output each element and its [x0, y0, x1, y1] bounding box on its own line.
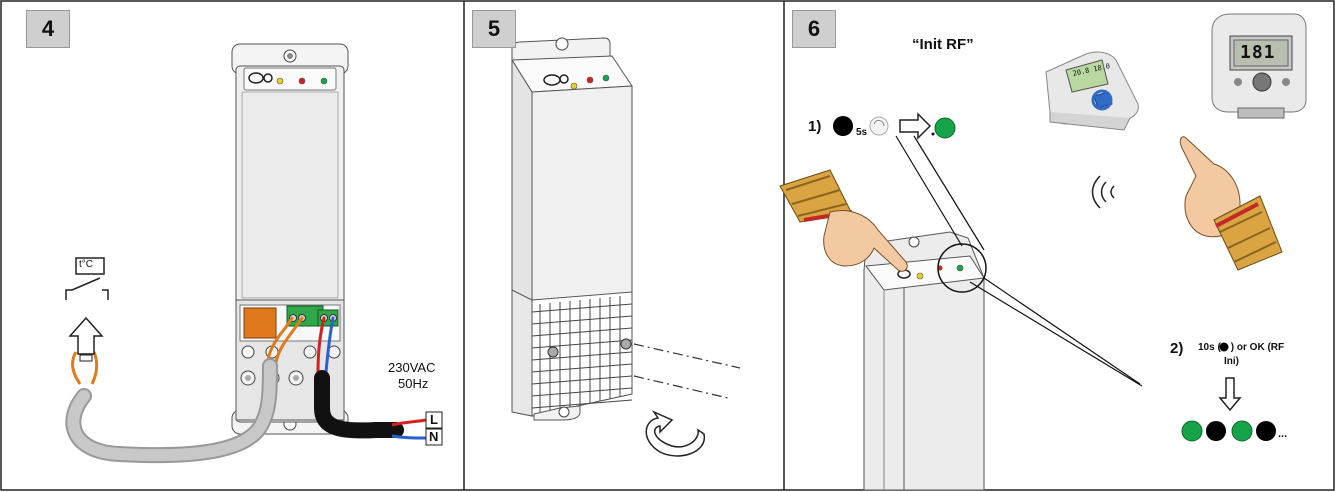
mains-cable	[314, 370, 404, 439]
thermostat-switch-icon	[65, 257, 109, 300]
step-badge-6: 6	[792, 10, 836, 48]
wall-thermostat	[1211, 13, 1307, 119]
panel-6-device	[863, 231, 987, 491]
led-sequence	[1181, 420, 1276, 442]
init-rf-title: “Init RF”	[912, 36, 974, 53]
hand-icon	[1179, 136, 1283, 271]
green-led-icon	[934, 117, 956, 139]
thermostat-display-value: 181	[1240, 42, 1276, 63]
step-2-text-part: 10s (	[1198, 342, 1221, 353]
right-arrow-icon	[899, 112, 932, 140]
black-led-icon	[833, 116, 853, 136]
thermostat-symbol-label: t°C	[79, 259, 93, 270]
supply-frequency-label: 50Hz	[398, 376, 429, 391]
radio-waves-icon	[1091, 175, 1115, 209]
remote-control	[1045, 51, 1139, 131]
panel-4-device	[231, 43, 349, 435]
panel-5-device	[511, 37, 633, 421]
terminal-l-label: L	[430, 412, 438, 427]
step-2-text-line-2: Ini)	[1224, 356, 1239, 367]
hand-icon	[779, 169, 908, 272]
step-1-duration: 5s	[856, 127, 868, 138]
rotate-arrow-icon	[645, 410, 705, 457]
terminal-n-label: N	[429, 429, 439, 444]
step-badge-5: 5	[472, 10, 516, 48]
relay-block	[243, 307, 277, 339]
up-arrow-icon	[68, 316, 104, 355]
step-1-label: 1)	[808, 118, 822, 135]
zoom-lines	[895, 135, 1143, 387]
black-led-icon	[1219, 342, 1229, 352]
step-2-label: 2)	[1170, 340, 1184, 357]
step-2-text: 10s ( ) or OK (RF	[1198, 342, 1284, 353]
supply-voltage-label: 230VAC	[388, 360, 436, 375]
press-hand-icon	[869, 116, 889, 136]
panel-4-wires	[266, 316, 335, 374]
step-2-text-part: ) or OK (RF	[1230, 342, 1285, 353]
panel-5-guide-lines	[633, 343, 741, 399]
down-arrow-icon	[1218, 377, 1242, 412]
led-sequence-ellipsis: ...	[1278, 428, 1288, 440]
step-badge-4: 4	[26, 10, 70, 48]
